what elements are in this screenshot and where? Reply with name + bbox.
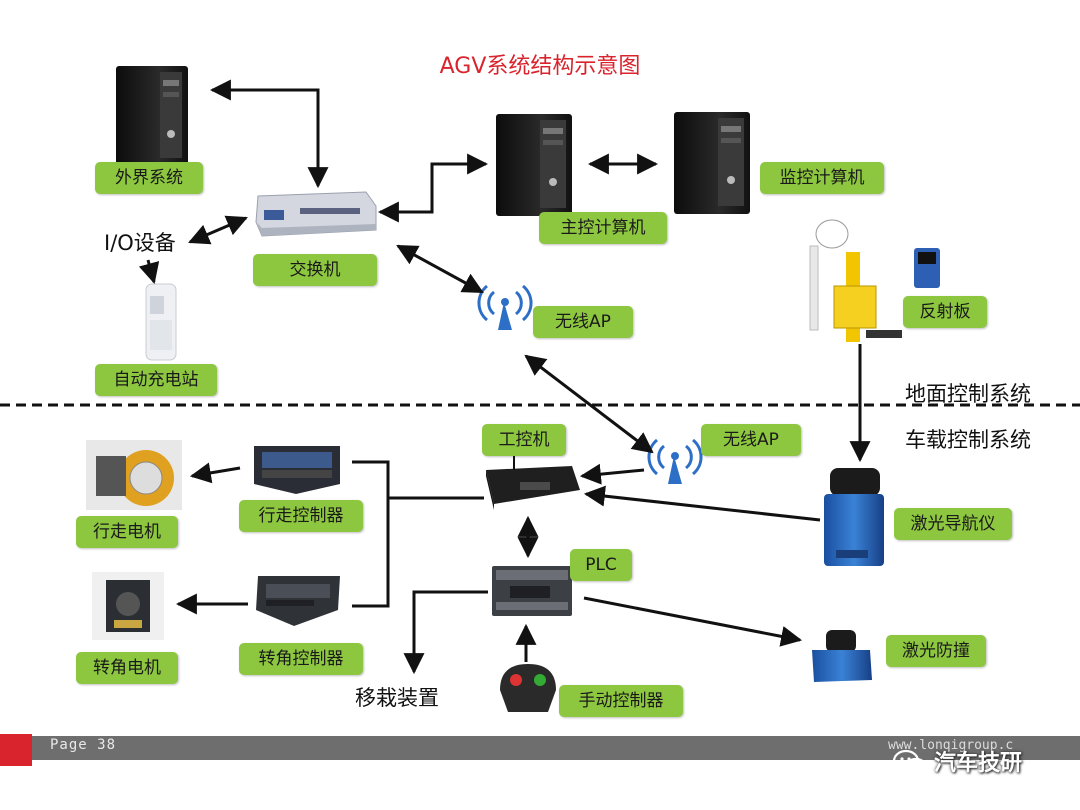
external-system-tower-icon xyxy=(116,66,188,166)
monitor-computer-tower-icon xyxy=(674,112,750,214)
forklift-agv-icon xyxy=(809,219,940,342)
master-computer-label: 主控计算机 xyxy=(539,212,667,244)
brand-watermark: 汽车技研 xyxy=(934,751,1023,776)
monitor-computer-label: 监控计算机 xyxy=(760,162,884,194)
ground-control-system-label: 地面控制系统 xyxy=(905,382,1031,406)
laser-navigator-label: 激光导航仪 xyxy=(894,508,1012,540)
master-computer-tower-icon xyxy=(496,114,572,216)
drive-motor-icon xyxy=(86,440,182,510)
laser-navigator-icon xyxy=(824,468,884,566)
external-system-label: 外界系统 xyxy=(95,162,203,194)
reflector-label: 反射板 xyxy=(903,296,987,328)
page-number: Page 38 xyxy=(50,737,117,753)
drive-controller-icon xyxy=(254,446,340,494)
transfer-device-label: 移栽装置 xyxy=(355,686,439,710)
steering-motor-icon xyxy=(92,572,164,640)
laser-anticollision-icon xyxy=(812,630,872,682)
manual-controller-icon xyxy=(500,664,556,712)
wireless-ap-bottom-label: 无线AP xyxy=(701,424,801,456)
wireless-ap-top-icon xyxy=(477,284,533,330)
steering-motor-label: 转角电机 xyxy=(76,652,178,684)
industrial-pc-icon xyxy=(486,452,580,510)
footer-bar xyxy=(0,736,1080,760)
connector-lines xyxy=(138,79,871,675)
manual-controller-label: 手动控制器 xyxy=(559,685,683,717)
laser-anticollision-label: 激光防撞 xyxy=(886,635,986,667)
io-device-label: I/O设备 xyxy=(104,231,176,255)
steering-controller-label: 转角控制器 xyxy=(239,643,363,675)
footer-website: www.lonqigroup.c xyxy=(888,738,1014,753)
wechat-icon xyxy=(892,749,928,777)
vehicle-control-system-label: 车载控制系统 xyxy=(905,428,1031,452)
switch-label: 交换机 xyxy=(253,254,377,286)
drive-controller-label: 行走控制器 xyxy=(239,500,363,532)
charging-station-label: 自动充电站 xyxy=(95,364,217,396)
plc-label: PLC xyxy=(570,549,632,581)
drive-motor-label: 行走电机 xyxy=(76,516,178,548)
industrial-pc-label: 工控机 xyxy=(482,424,566,456)
charging-station-icon xyxy=(145,283,177,361)
steering-controller-icon xyxy=(256,576,340,626)
wireless-ap-top-label: 无线AP xyxy=(533,306,633,338)
network-switch-icon xyxy=(255,191,377,237)
plc-icon xyxy=(492,566,572,616)
footer-accent xyxy=(0,734,32,766)
diagram-title: AGV系统结构示意图 xyxy=(439,54,641,79)
wireless-ap-bottom-icon xyxy=(647,438,703,484)
